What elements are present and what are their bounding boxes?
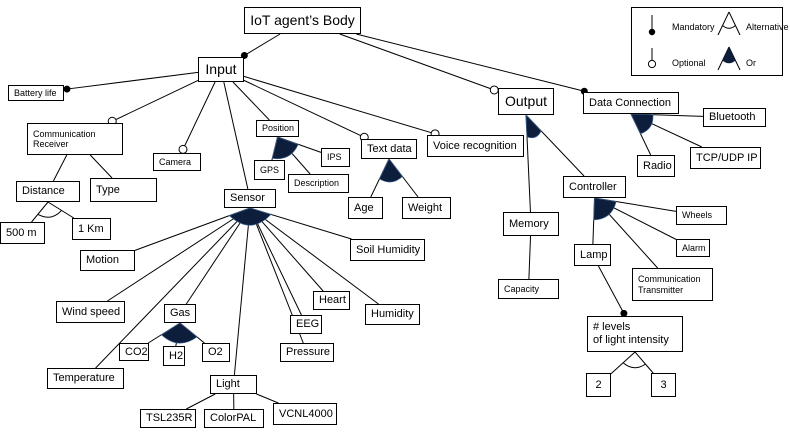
- edge-sensor-wind: [107, 207, 251, 302]
- mandatory-marker-input: [240, 51, 248, 59]
- edge-root-output: [339, 33, 491, 90]
- legend: Mandatory Alternative Optional Or: [631, 7, 789, 76]
- node-memory: Memory: [503, 212, 559, 236]
- node-gps: GPS: [254, 160, 285, 180]
- node-commrec: Communication Receiver: [27, 123, 123, 155]
- legend-alternative-symbol: [717, 11, 741, 36]
- node-dataconn: Data Connection: [583, 92, 679, 114]
- node-controller: Controller: [563, 176, 626, 198]
- node-alarm: Alarm: [676, 239, 710, 257]
- edge-commrec-type: [89, 154, 113, 179]
- node-h2: H2: [163, 346, 185, 366]
- legend-or-label: Or: [746, 58, 756, 68]
- or-group-output: [525, 114, 542, 139]
- alternative-group-distance: [37, 210, 62, 218]
- node-eeg: EEG: [290, 315, 322, 334]
- node-type: Type: [90, 178, 157, 202]
- edge-input-sensor: [223, 81, 249, 190]
- node-textdata: Text data: [361, 139, 417, 159]
- or-group-sensor: [228, 207, 272, 226]
- node-pressure: Pressure: [280, 343, 334, 362]
- node-voice: Voice recognition: [427, 135, 524, 157]
- node-weight: Weight: [402, 197, 451, 219]
- node-d500: 500 m: [0, 222, 45, 244]
- node-capacity: Capacity: [498, 279, 559, 299]
- node-wind: Wind speed: [56, 301, 125, 323]
- node-co2: CO2: [119, 343, 149, 361]
- edge-sensor-eeg: [249, 207, 302, 316]
- node-colorpal: ColorPAL: [204, 409, 264, 428]
- edge-levels-l2: [610, 351, 636, 375]
- node-age: Age: [348, 197, 383, 219]
- legend-mandatory-label: Mandatory: [672, 22, 715, 32]
- node-heart: Heart: [313, 291, 350, 310]
- edge-sensor-gas: [185, 207, 251, 305]
- node-wheels: Wheels: [676, 206, 727, 225]
- node-light: Light: [210, 375, 257, 394]
- edge-light-tsl: [186, 393, 216, 410]
- node-d1km: 1 Km: [72, 218, 111, 240]
- legend-optional-symbol: [647, 48, 657, 69]
- edge-input-commrec: [115, 79, 199, 121]
- node-tsl: TSL235R: [140, 409, 196, 428]
- edge-input-position: [232, 81, 270, 121]
- edge-distance-d500: [31, 201, 49, 223]
- edge-sensor-light: [233, 207, 251, 376]
- node-humidity: Humidity: [365, 304, 420, 325]
- node-vcnl: VCNL4000: [273, 403, 337, 425]
- node-camera: Camera: [153, 153, 201, 171]
- edge-input-textdata: [243, 79, 361, 137]
- node-motion: Motion: [80, 250, 135, 271]
- node-temperature: Temperature: [47, 368, 124, 389]
- node-l3: 3: [651, 373, 676, 397]
- edge-levels-l3: [634, 351, 654, 374]
- edge-distance-d1km: [47, 201, 75, 219]
- node-position: Position: [256, 120, 299, 137]
- node-commtrans: Communication Transmitter: [632, 268, 713, 301]
- edge-memory-capacity: [528, 235, 532, 280]
- node-output: Output: [498, 88, 554, 115]
- node-input: Input: [198, 57, 244, 82]
- node-o2: O2: [202, 343, 230, 362]
- node-soil: Soil Humidity: [350, 239, 425, 261]
- node-gas: Gas: [164, 304, 196, 323]
- legend-symbols: [647, 11, 741, 71]
- node-radio: Radio: [637, 155, 675, 177]
- legend-optional-label: Optional: [672, 58, 706, 68]
- node-bluetooth: Bluetooth: [703, 108, 766, 127]
- edge-light-vcnl: [256, 393, 279, 404]
- edge-input-battery: [69, 71, 199, 90]
- node-lamp: Lamp: [574, 244, 611, 266]
- edge-sensor-humidity: [249, 207, 379, 305]
- legend-alternative-label: Alternative: [746, 22, 789, 32]
- edge-input-voice: [243, 75, 432, 134]
- mandatory-marker-battery: [63, 85, 71, 93]
- node-battery: Battery life: [8, 85, 64, 101]
- node-description: Description: [288, 174, 349, 193]
- or-group-textdata: [379, 158, 403, 183]
- edge-sensor-temperature: [95, 207, 251, 369]
- edge-lamp-levels: [597, 265, 623, 311]
- or-group-dataconn: [630, 113, 654, 135]
- node-distance: Distance: [16, 181, 80, 202]
- node-root: IoT agent’s Body: [244, 7, 361, 34]
- node-tcp: TCP/UDP IP: [690, 147, 761, 169]
- edge-root-input: [246, 33, 281, 55]
- or-group-controller: [593, 197, 617, 221]
- node-sensor: Sensor: [224, 189, 276, 208]
- legend-mandatory-symbol: [648, 15, 656, 36]
- edge-root-dataconn: [356, 33, 582, 92]
- edge-input-camera: [184, 81, 216, 146]
- or-group-gas: [160, 322, 198, 344]
- alternative-group-levels: [622, 362, 646, 369]
- edge-commrec-distance: [52, 154, 68, 182]
- node-ips: IPS: [321, 148, 350, 167]
- legend-or-symbol: [717, 46, 741, 71]
- node-levels: # levels of light intensity: [587, 316, 683, 352]
- node-l2: 2: [586, 373, 611, 397]
- or-group-position: [271, 136, 299, 160]
